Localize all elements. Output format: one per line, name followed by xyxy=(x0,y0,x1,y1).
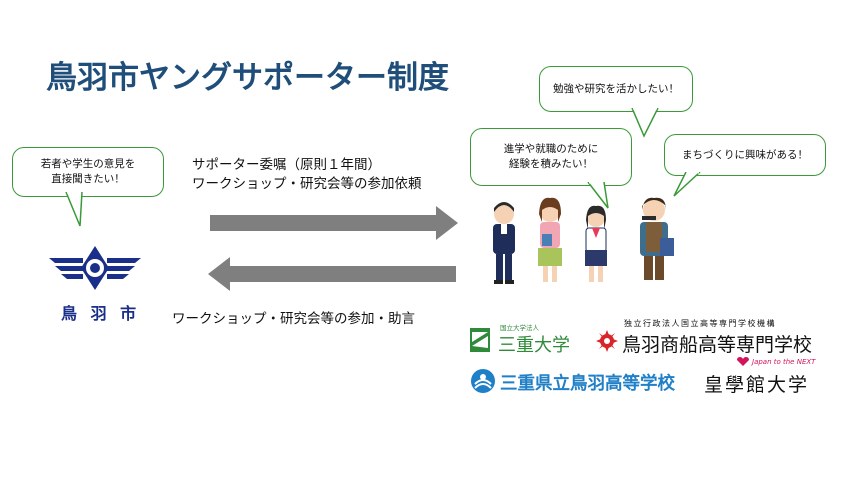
top-label-line1: サポーター委嘱（原則１年間） xyxy=(192,157,381,173)
toba-shosen-logo: 独立行政法人国立高等専門学校機構 鳥羽商船高等専門学校 xyxy=(596,318,832,358)
experience-bubble-line2: 経験を積みたい！ xyxy=(509,158,593,170)
city-bubble-tail xyxy=(65,192,83,227)
study-bubble-tail xyxy=(631,108,659,138)
adult-supporter-icon xyxy=(640,197,674,280)
arrow-left-icon xyxy=(208,257,456,291)
arrow-right-icon xyxy=(210,206,458,240)
mie-univ-small-label: 国立大学法人 xyxy=(500,324,539,332)
study-bubble-text: 勉強や研究を活かしたい！ xyxy=(553,82,679,95)
city-speech-bubble: 若者や学生の意見を 直接聞きたい！ xyxy=(12,147,164,197)
kogakkan-heart-icon xyxy=(737,357,749,366)
toba-city-emblem: 鳥 羽 市 xyxy=(47,244,143,324)
experience-bubble-line1: 進学や就職のために xyxy=(503,143,599,155)
student-uniform-icon xyxy=(585,205,607,282)
kogakkan-name: 皇學館大学 xyxy=(704,374,810,396)
student-girl-icon xyxy=(538,197,562,282)
toba-high-name: 三重県立鳥羽高等学校 xyxy=(500,374,675,394)
toba-high-school-logo: 三重県立鳥羽高等学校 xyxy=(470,366,700,396)
mie-univ-name: 三重大学 xyxy=(498,335,570,356)
shosen-mark-icon xyxy=(596,330,618,352)
city-bubble-line2: 直接聞きたい！ xyxy=(51,173,125,185)
shosen-name: 鳥羽商船高等専門学校 xyxy=(622,334,813,356)
study-speech-bubble: 勉強や研究を活かしたい！ xyxy=(539,66,693,112)
kogakkan-university-logo: Japan to the NEXT 皇學館大学 xyxy=(704,356,830,396)
top-label-line2: ワークショップ・研究会等の参加依頼 xyxy=(192,176,422,192)
experience-speech-bubble: 進学や就職のために 経験を積みたい！ xyxy=(470,128,632,186)
mie-university-logo: 国立大学法人 三重大学 xyxy=(470,322,590,356)
town-bubble-text: まちづくりに興味がある！ xyxy=(682,148,808,161)
students-illustration xyxy=(493,197,674,284)
page-title: 鳥羽市ヤングサポーター制度 xyxy=(46,60,449,96)
toba-high-mark-icon xyxy=(471,369,495,393)
city-name: 鳥 羽 市 xyxy=(61,304,141,323)
experience-bubble-tail xyxy=(587,182,609,209)
town-bubble-tail xyxy=(673,172,701,197)
city-bubble-line1: 若者や学生の意見を xyxy=(40,158,136,170)
mie-univ-mark-icon xyxy=(470,328,490,352)
toba-emblem-icon xyxy=(49,246,141,290)
top-arrow-label: サポーター委嘱（原則１年間） ワークショップ・研究会等の参加依頼 xyxy=(192,156,422,194)
town-speech-bubble: まちづくりに興味がある！ xyxy=(664,134,826,176)
right-arrow xyxy=(210,206,460,240)
bottom-arrow-label: ワークショップ・研究会等の参加・助言 xyxy=(172,311,415,327)
student-boy-icon xyxy=(493,202,515,284)
kogakkan-tagline: Japan to the NEXT xyxy=(752,358,816,366)
left-arrow xyxy=(206,257,456,291)
shosen-small-label: 独立行政法人国立高等専門学校機構 xyxy=(624,319,776,328)
